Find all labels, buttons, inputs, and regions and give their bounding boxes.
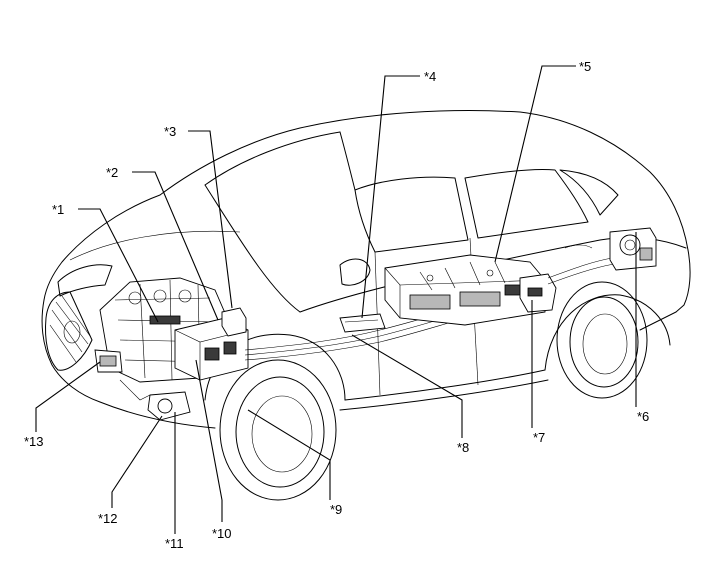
callout-labels: *1 *2 *3 *4 *5 *6 *7 *8 *9 *10 *11 *12 *… (24, 59, 649, 551)
callout-label-5: *5 (579, 59, 591, 74)
callout-label-2: *2 (106, 165, 118, 180)
leader-1 (78, 208, 159, 323)
callout-label-10: *10 (212, 526, 232, 541)
leader-8 (351, 334, 463, 438)
front-motor-component (94, 349, 123, 373)
relay-box-component (221, 307, 247, 337)
leader-10 (195, 359, 223, 522)
callout-label-3: *3 (164, 124, 176, 139)
front-wheel (219, 359, 337, 501)
leader-12 (111, 415, 163, 508)
callout-label-8: *8 (457, 440, 469, 455)
leader-13 (35, 361, 101, 432)
leader-5 (494, 65, 576, 263)
callout-label-6: *6 (637, 409, 649, 424)
leader-3 (188, 130, 233, 309)
leader-2 (132, 171, 219, 321)
battery-junction-component (519, 273, 557, 313)
leader-4 (361, 75, 420, 319)
callout-label-1: *1 (52, 202, 64, 217)
center-floor-component (339, 313, 386, 333)
leader-9 (247, 409, 331, 500)
callout-label-13: *13 (24, 434, 44, 449)
leader-lines (35, 65, 637, 534)
callout-label-12: *12 (98, 511, 118, 526)
callout-label-4: *4 (424, 69, 436, 84)
callout-label-9: *9 (330, 502, 342, 517)
rear-auxiliary-component (609, 227, 657, 271)
callout-label-7: *7 (533, 430, 545, 445)
vehicle-body-outline (41, 110, 691, 429)
rear-harness (547, 257, 615, 285)
hv-battery-pack (384, 254, 546, 326)
callout-label-11: *11 (165, 536, 184, 551)
rear-wheel (556, 281, 648, 399)
lower-engine-components (119, 379, 191, 421)
